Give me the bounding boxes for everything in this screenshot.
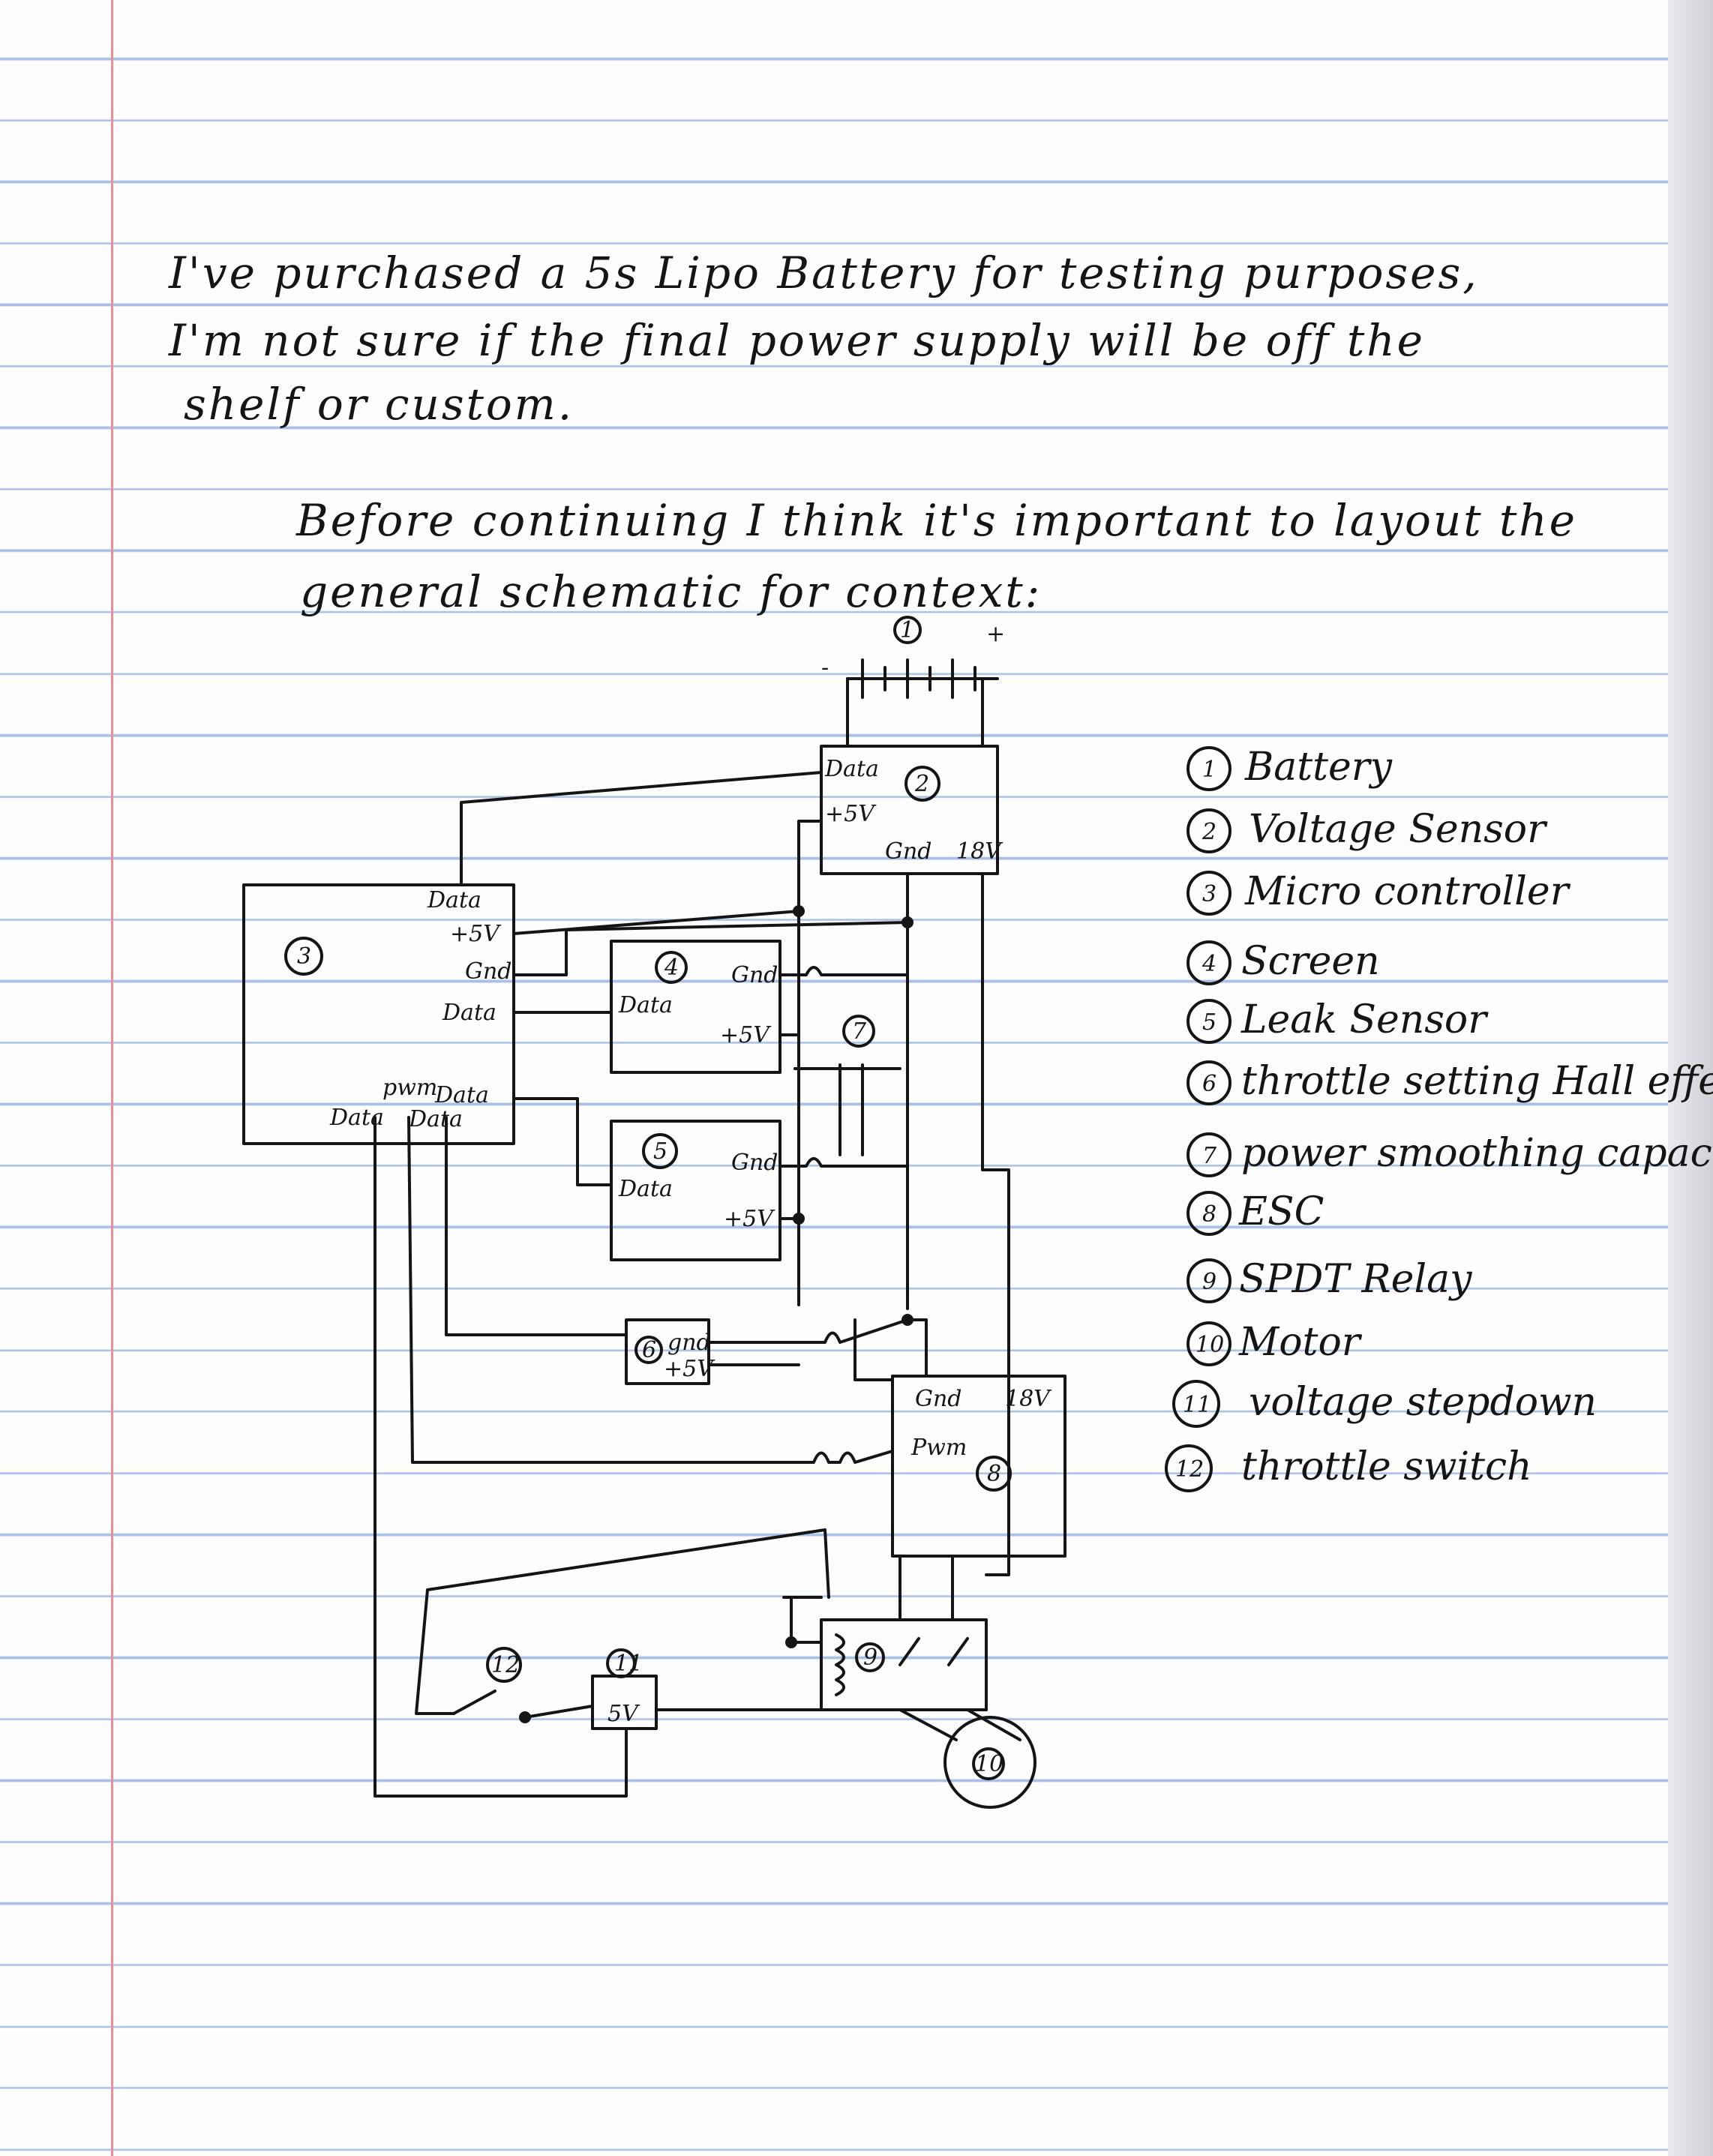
esc-box <box>891 1375 1066 1558</box>
esc-gnd-label: Gnd <box>915 1386 962 1412</box>
legend-label-6: throttle setting Hall effect <box>1241 1059 1713 1104</box>
legend-number-11: 11 <box>1183 1392 1211 1418</box>
sensor-18v-label: 18V <box>956 838 1004 865</box>
switch-number: 12 <box>491 1652 520 1678</box>
legend-label-2: Voltage Sensor <box>1249 807 1548 852</box>
stepdown-5v-label: 5V <box>608 1701 640 1727</box>
legend-number-7: 7 <box>1202 1143 1217 1169</box>
battery-minus: - <box>821 655 829 681</box>
relay-number: 9 <box>863 1645 878 1671</box>
legend-number-9: 9 <box>1202 1269 1216 1295</box>
page-edge <box>1668 0 1713 2156</box>
screen-5v-label: +5V <box>720 1022 772 1048</box>
sensor-number: 2 <box>914 771 929 797</box>
battery-plus: + <box>986 621 1005 647</box>
hall-gnd-label: gnd <box>668 1330 711 1356</box>
mcu-data-bl-label: Data <box>329 1105 384 1131</box>
relay-symbol <box>820 1618 988 1711</box>
screen-gnd-label: Gnd <box>731 962 778 988</box>
margin-line <box>111 0 113 2156</box>
note-line-1: I've purchased a 5s Lipo Battery for tes… <box>169 247 1479 298</box>
legend-label-1: Battery <box>1244 745 1393 790</box>
voltage-sensor-box <box>820 745 999 875</box>
hall-effect-box <box>625 1318 710 1385</box>
stepdown-number: 11 <box>614 1651 643 1677</box>
leak-number: 5 <box>653 1138 668 1165</box>
legend-label-10: Motor <box>1238 1320 1363 1365</box>
legend-label-3: Micro controller <box>1244 869 1571 914</box>
legend-label-11: voltage stepdown <box>1249 1380 1597 1425</box>
battery-number: 1 <box>900 617 914 643</box>
capacitor-number: 7 <box>852 1018 867 1045</box>
mcu-5v-label: +5V <box>450 921 502 947</box>
legend: 1 Battery 2 Voltage Sensor 3 Micro contr… <box>1175 745 1713 1489</box>
legend-label-5: Leak Sensor <box>1240 997 1489 1042</box>
note-line-3: shelf or custom. <box>184 379 574 430</box>
legend-number-1: 1 <box>1202 757 1216 783</box>
leak-gnd-label: Gnd <box>731 1150 778 1176</box>
note-line-5: general schematic for context: <box>300 566 1042 617</box>
legend-number-6: 6 <box>1202 1071 1216 1097</box>
esc-18v-label: 18V <box>1005 1386 1052 1412</box>
wiring <box>374 771 1022 1798</box>
esc-pwm-label: Pwm <box>910 1435 967 1461</box>
screen-number: 4 <box>664 955 679 981</box>
leak-sensor-box <box>610 1120 782 1261</box>
motor-number: 10 <box>975 1751 1004 1777</box>
note-line-4: Before continuing I think it's important… <box>296 495 1577 546</box>
sensor-gnd-label: Gnd <box>885 838 932 865</box>
legend-number-10: 10 <box>1196 1332 1224 1358</box>
leak-data-label: Data <box>618 1176 673 1202</box>
legend-number-2: 2 <box>1202 819 1216 845</box>
microcontroller-box <box>242 883 515 1145</box>
legend-label-4: Screen <box>1241 939 1380 984</box>
legend-label-7: power smoothing capacitor <box>1241 1131 1713 1176</box>
legend-label-12: throttle switch <box>1241 1444 1532 1489</box>
legend-number-5: 5 <box>1202 1009 1216 1036</box>
mcu-number: 3 <box>297 943 311 970</box>
esc-number: 8 <box>987 1461 1001 1487</box>
battery-symbol <box>846 658 999 748</box>
legend-label-9: SPDT Relay <box>1239 1257 1472 1302</box>
sensor-data-label: Data <box>824 756 879 782</box>
mcu-data-mid-label: Data <box>442 1000 496 1026</box>
screen-data-label: Data <box>618 992 673 1018</box>
motor-symbol <box>944 1716 1036 1809</box>
legend-number-12: 12 <box>1175 1456 1204 1483</box>
screen-box <box>610 940 782 1074</box>
capacitor-symbol <box>794 1063 902 1156</box>
legend-number-3: 3 <box>1202 881 1216 907</box>
sensor-5v-label: +5V <box>825 801 877 827</box>
legend-number-8: 8 <box>1202 1201 1216 1228</box>
hall-5v-label: +5V <box>664 1356 716 1382</box>
mcu-gnd-label: Gnd <box>465 958 512 985</box>
hall-number: 6 <box>642 1337 656 1363</box>
mcu-data-right-label: Data <box>434 1082 489 1108</box>
mcu-data-top-label: Data <box>427 887 482 913</box>
mcu-data-br-label: Data <box>408 1106 463 1132</box>
mcu-pwm-label: pwm <box>382 1075 437 1101</box>
legend-label-8: ESC <box>1238 1189 1324 1234</box>
leak-5v-label: +5V <box>724 1206 776 1232</box>
legend-circles <box>1165 746 1232 1492</box>
legend-number-4: 4 <box>1202 951 1216 977</box>
note-line-2: I'm not sure if the final power supply w… <box>169 315 1425 366</box>
